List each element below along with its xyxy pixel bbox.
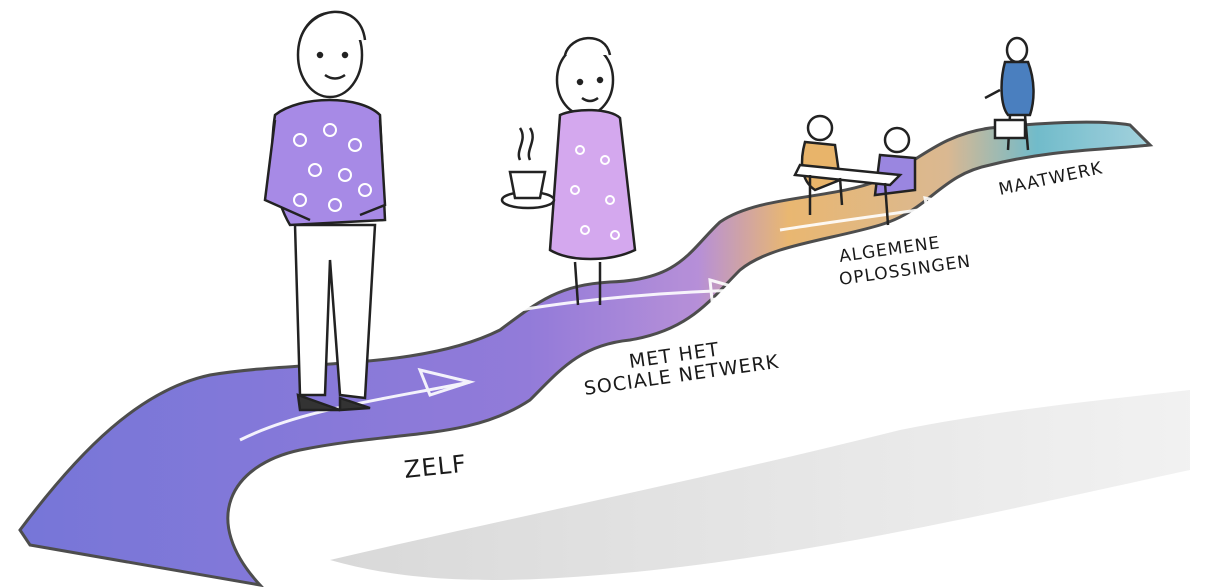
arrow-icon [239,196,961,442]
person-with-coffee-icon [500,36,637,306]
group-at-table-icon [793,114,917,226]
path-shadow [330,390,1190,580]
person-with-bag-icon [984,36,1035,151]
label-maatwerk: MAATWERK [997,158,1105,200]
person-standing-icon [263,10,387,412]
stair-path [18,120,1154,587]
label-zelf: ZELF [403,450,468,484]
